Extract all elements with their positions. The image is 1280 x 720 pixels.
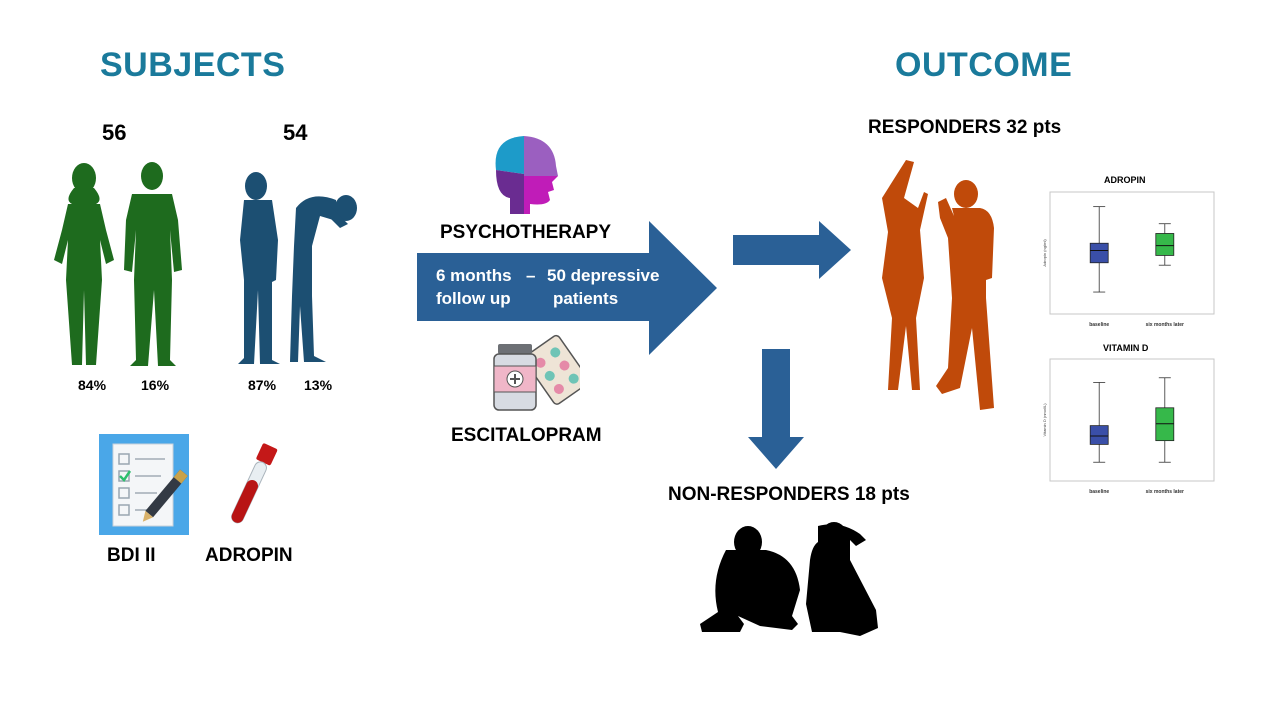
outcome-heading: OUTCOME [895,46,1073,84]
medication-icon [493,334,580,411]
depressed-woman-silhouette [238,172,280,364]
responders-arrow [733,221,851,279]
group2-pct-male: 13% [304,377,333,393]
y-axis-label: Vitamin D (nmol/L) [1042,403,1047,437]
vitamin-d-chart-title: VITAMIN D [1103,343,1149,353]
group1-count: 56 [102,120,127,145]
depressed-man-silhouette [290,195,357,362]
box [1089,425,1109,445]
responders-label: RESPONDERS 32 pts [868,117,1062,138]
x-tick-label: baseline [1089,322,1109,328]
healthy-woman-silhouette [54,163,114,365]
vitamin-d-chart: Vitamin D (nmol/L) baseline six months lat… [1042,358,1215,495]
questionnaire-icon [99,434,189,535]
non-responders-arrow [748,349,804,469]
group2-pct-female: 87% [248,377,277,393]
blood-tube-icon [231,443,278,524]
arrow-patients-word: patients [553,289,619,308]
non-responders-label: NON-RESPONDERS 18 pts [668,484,910,505]
arrow-patients-count: 50 depressive [547,266,660,285]
group2-count: 54 [283,120,308,145]
plot-frame [1049,191,1215,315]
plot-frame [1049,358,1215,482]
arrow-followup: follow up [436,289,511,308]
group1-pct-female: 84% [78,377,107,393]
escitalopram-label: ESCITALOPRAM [451,425,602,446]
adropin-label: ADROPIN [205,545,293,566]
arrow-duration: 6 months [436,266,512,285]
box [1089,242,1109,264]
x-tick-label: six months later [1146,489,1184,495]
group1-pct-male: 16% [141,377,170,393]
responders-silhouette [882,160,994,410]
non-responders-silhouette [700,522,878,636]
arrow-dash: – [526,266,536,285]
subjects-heading: SUBJECTS [100,46,286,84]
x-tick-label: baseline [1089,489,1109,495]
bdi-label: BDI II [107,545,156,566]
psychotherapy-head-icon [495,136,558,214]
psychotherapy-label: PSYCHOTHERAPY [440,222,612,243]
adropin-chart-title: ADROPIN [1104,175,1146,185]
main-arrow [417,221,717,355]
healthy-man-silhouette [124,162,182,366]
adropin-chart: Adropin (ng/ml) baseline six months later [1042,191,1215,328]
box [1155,233,1175,256]
y-axis-label: Adropin (ng/ml) [1042,239,1047,267]
x-tick-label: six months later [1146,322,1184,328]
